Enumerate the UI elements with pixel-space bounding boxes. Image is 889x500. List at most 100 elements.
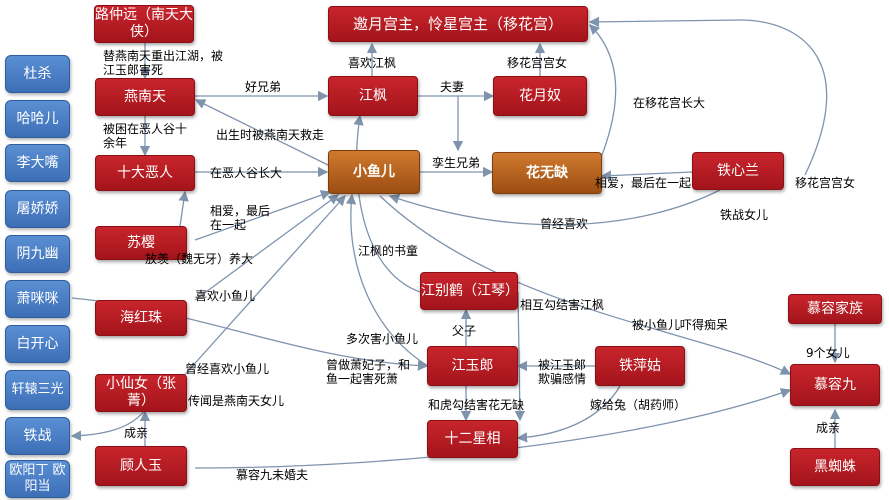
node-xiao-yuer[interactable]: 小鱼儿 [328,150,420,194]
node-hai-hongzhu[interactable]: 海红珠 [95,300,187,336]
sidebar-item-dusha[interactable]: 杜杀 [5,55,70,93]
edge-label: 相互勾结害江枫 [520,298,605,312]
node-label: 铁萍姑 [619,357,661,374]
edge-label: 相爱，最后在一起 [595,176,692,190]
sidebar-item-label: 欧阳丁 欧阳当 [9,463,66,494]
node-label: 十大恶人 [117,164,173,181]
edge-label: 夫妻 [440,80,465,94]
edge-label: 喜欢小鱼儿 [195,289,256,303]
node-label: 江别鹤（江琴） [421,282,519,299]
node-shida-eren[interactable]: 十大恶人 [95,155,195,191]
edge-label: 出生时被燕南天救走 [216,128,325,142]
sidebar-item-ouyang[interactable]: 欧阳丁 欧阳当 [5,460,70,498]
node-jiang-yulang[interactable]: 江玉郎 [427,346,518,386]
edge-label: 铁战女儿 [720,208,769,222]
node-tie-xinlan[interactable]: 铁心兰 [692,152,784,190]
node-jiang-feng[interactable]: 江枫 [328,76,418,116]
edge-tiezhan-xinlan [588,16,828,176]
edge-label: 曾做萧妃子，和鱼一起害死萧 [326,358,411,387]
edge-label: 放羡（魏无牙）养大 [145,252,254,266]
edge-label: 嫁给兔（胡药师） [590,398,687,412]
node-gu-renyu[interactable]: 顾人玉 [95,446,187,486]
edge-pinggu-xingxiang [516,385,621,443]
node-label: 苏樱 [127,234,155,251]
node-jiang-biehe[interactable]: 江别鹤（江琴） [420,272,519,310]
edge-label: 被小鱼儿吓得痴呆 [632,318,729,332]
sidebar-item-lidazui[interactable]: 李大嘴 [5,144,70,182]
edge-label: 曾经喜欢小鱼儿 [185,362,270,376]
edge-label: 被江玉郎欺骗感情 [538,358,587,387]
node-yaoyue-lianxing[interactable]: 邀月宫主，怜星宫主（移花宫） [328,6,588,42]
edge-label: 在恶人谷长大 [210,166,283,180]
sidebar-item-label: 屠娇娇 [16,200,59,217]
edge-yulang-yuer [345,193,429,367]
sidebar-item-label: 哈哈儿 [16,110,59,127]
edge-suying-yuer [194,190,332,241]
edge-label: 在移花宫长大 [633,96,706,110]
edge-jiangbiehe-mujiu [379,195,792,375]
edge-label: 移花宫宫女 [795,176,856,190]
edge-label: 传闻是燕南天女儿 [188,394,285,408]
edge-wuque-yaoyue [589,24,617,161]
sidebar-item-hahaer[interactable]: 哈哈儿 [5,100,70,138]
node-xiao-xiannv[interactable]: 小仙女（张菁） [95,374,187,412]
edge-label: 和虎勾结害花无缺 [428,398,525,412]
edge-yuer-yan [194,99,329,166]
edge-suying-shida [178,190,189,227]
node-label: 慕容九 [814,376,856,393]
edge-label: 多次害小鱼儿 [346,332,419,346]
node-label: 江枫 [359,87,387,104]
node-lu-zhongyuan[interactable]: 路仲远（南天大侠） [94,5,194,43]
node-label: 邀月宫主，怜星宫主（移花宫） [352,15,563,33]
edge-xinlan-yuer [388,189,721,226]
node-hua-yuenu[interactable]: 花月奴 [493,76,587,116]
edge-label: 江枫的书童 [358,244,419,258]
edge-label: 好兄弟 [245,80,282,94]
node-label: 小仙女（张菁） [106,376,176,409]
sidebar-item-label: 阴九幽 [16,245,59,262]
sidebar-item-label: 李大嘴 [16,154,59,171]
node-su-ying[interactable]: 苏樱 [95,226,187,260]
edge-xiaoxian-yuer [179,195,346,381]
node-label: 路仲远（南天大侠） [95,7,193,40]
edge-label: 被困在恶人谷十余年 [103,122,188,151]
edge-label: 父子 [452,324,477,338]
sidebar-item-tiezhan[interactable]: 铁战 [5,417,70,455]
node-hua-wuque[interactable]: 花无缺 [492,152,602,194]
sidebar-item-label: 萧咪咪 [16,290,59,307]
edge-label: 孪生兄弟 [432,156,481,170]
edge-haihong-yuer [194,194,340,301]
sidebar-item-xuanyuan[interactable]: 轩辕三光 [5,370,70,410]
node-label: 铁心兰 [717,162,759,179]
edge-biehe-xingxiang [514,291,526,422]
node-hei-zhizhu[interactable]: 黑蜘蛛 [790,448,880,486]
node-shier-xingxiang[interactable]: 十二星相 [427,420,518,458]
edge-label: 移花宫宫女 [507,56,568,70]
edge-label: 相爱，最后在一起 [210,204,271,233]
edge-label: 成亲 [124,426,149,440]
node-yan-nantian[interactable]: 燕南天 [95,78,195,116]
node-murong-jiazu[interactable]: 慕容家族 [788,294,882,324]
sidebar-item-yinjiuyou[interactable]: 阴九幽 [5,235,70,273]
sidebar-item-xiaomimi[interactable]: 萧咪咪 [5,280,70,318]
sidebar-item-label: 白开心 [16,335,59,352]
node-tie-pinggu[interactable]: 铁萍姑 [595,346,685,386]
edge-label: 9个女儿 [806,346,850,360]
node-label: 花无缺 [526,164,568,181]
edge-biehe-jiangfeng [353,114,421,293]
node-label: 黑蜘蛛 [814,458,856,475]
node-label: 花月奴 [519,87,561,104]
node-label: 燕南天 [124,88,166,105]
sidebar-item-label: 铁战 [23,427,52,444]
node-label: 十二星相 [444,430,501,447]
sidebar-item-baikaixin[interactable]: 白开心 [5,325,70,363]
node-label: 江玉郎 [451,357,494,374]
sidebar-item-tujiaojiao[interactable]: 屠娇娇 [5,190,70,228]
node-label: 慕容家族 [807,300,863,317]
edge-label: 慕容九未婚夫 [236,468,309,482]
node-label: 小鱼儿 [353,163,395,180]
node-murong-jiu[interactable]: 慕容九 [790,364,880,406]
edge-tiexinlan-wuque [600,170,693,181]
edge-label: 喜欢江枫 [348,56,397,70]
edge-label: 替燕南天重出江湖，被江玉郎害死 [103,49,224,78]
